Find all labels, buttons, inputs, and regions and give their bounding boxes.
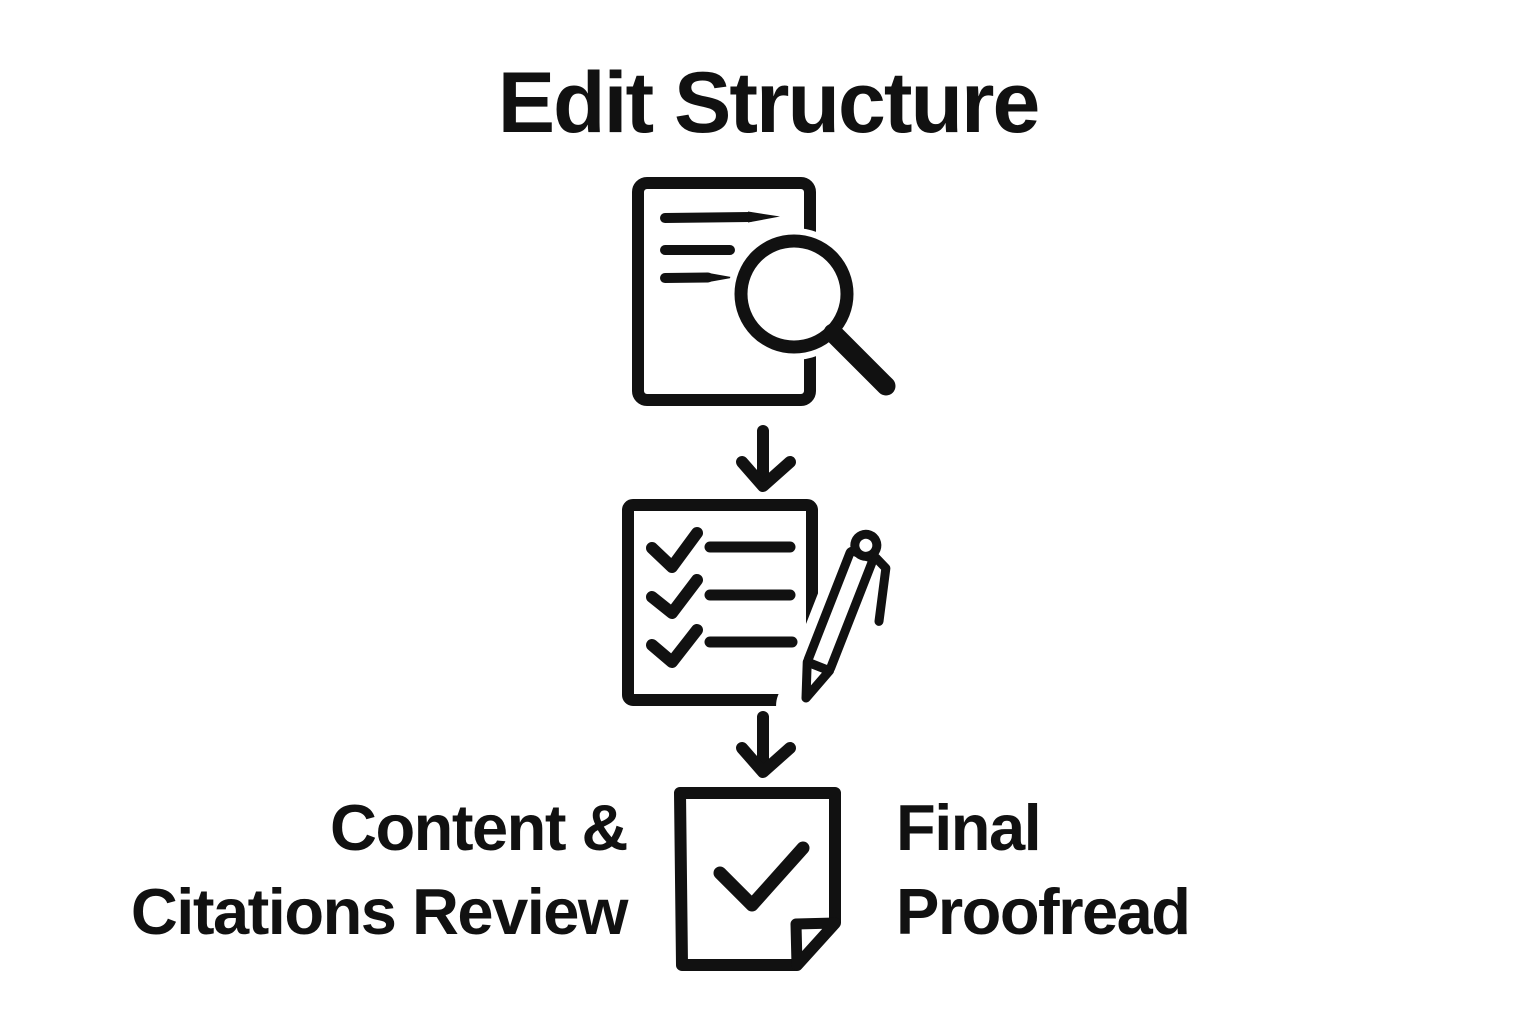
checklist-rows: [646, 527, 798, 668]
label-content-citations-review: Content & Citations Review: [130, 786, 629, 954]
checklist-pen-icon: [622, 499, 896, 713]
document-text-lines: [660, 211, 780, 283]
document-search-icon: [632, 177, 896, 406]
checkmark: [646, 527, 703, 573]
diagram-title: Edit Structure: [497, 55, 1041, 151]
page-check-icon: [674, 787, 841, 971]
label-line: Citations Review: [130, 875, 629, 948]
checklist-paper-outline: [622, 499, 818, 706]
fold-corner: [790, 917, 841, 971]
label-line: Proofread: [896, 875, 1191, 948]
checkmark: [646, 574, 703, 619]
label-line: Final: [896, 791, 1042, 864]
checkmark: [646, 624, 703, 668]
pen-icon: [776, 510, 896, 713]
magnifier-icon: [728, 228, 896, 396]
down-arrow-icon: [736, 711, 796, 778]
label-line: Content &: [330, 791, 629, 864]
magnifier-handle: [823, 323, 896, 396]
pen-clip: [871, 553, 891, 626]
down-arrow-icon: [736, 425, 796, 492]
label-final-proofread: Final Proofread: [896, 786, 1191, 954]
checkmark: [713, 841, 810, 912]
